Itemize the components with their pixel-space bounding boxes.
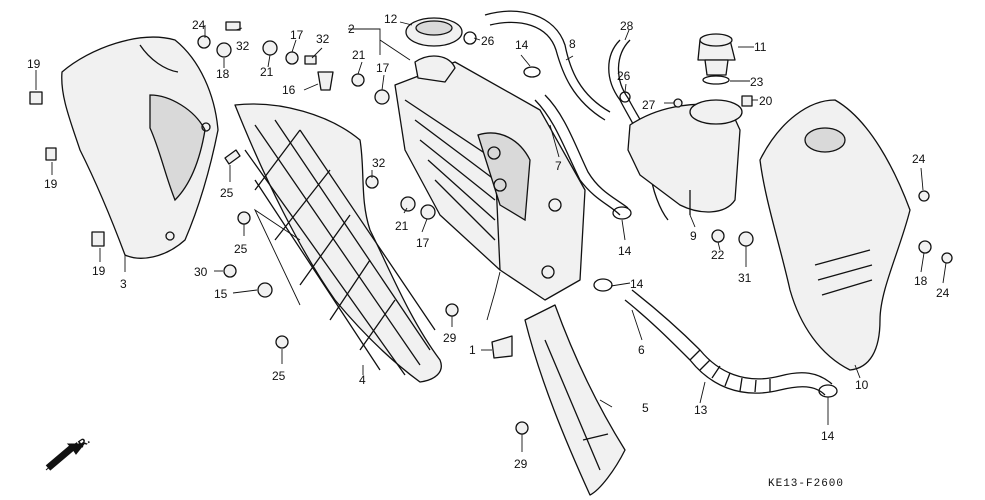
callout-32-b: 32: [316, 32, 330, 46]
callout-14-a: 14: [515, 38, 529, 52]
corrugated-hose: [624, 289, 833, 396]
callout-14-b: 14: [618, 244, 632, 258]
callout-21-c: 21: [395, 219, 409, 233]
callout-20: 20: [759, 94, 773, 108]
callout-28: 28: [620, 19, 634, 33]
lower-guard: [524, 304, 626, 496]
callout-26-b: 26: [617, 69, 631, 83]
reserve-tank-cap: [697, 33, 736, 76]
callout-25-c: 25: [272, 369, 286, 383]
callout-13: 13: [694, 403, 708, 417]
callout-14-d: 14: [821, 429, 835, 443]
hose-clamp-14-b: [612, 206, 632, 220]
callout-25-b: 25: [234, 242, 248, 256]
callout-29-b: 29: [514, 457, 528, 471]
callout-2: 2: [348, 22, 355, 36]
callout-21-b: 21: [352, 48, 366, 62]
callout-1: 1: [469, 343, 476, 357]
callout-18-b: 18: [914, 274, 928, 288]
left-grille: [234, 103, 442, 383]
leader-lines: [35, 21, 947, 452]
callout-7: 7: [555, 159, 562, 173]
callout-27: 27: [642, 98, 656, 112]
hose-clamp-14-a: [523, 66, 541, 78]
hose-clamp-14-d: [818, 384, 838, 398]
callout-32-c: 32: [372, 156, 386, 170]
callout-14-c: 14: [630, 277, 644, 291]
callout-17-a: 17: [290, 28, 304, 42]
hose-clamp-14-c: [593, 278, 613, 292]
callout-3: 3: [120, 277, 127, 291]
radiator-core: [394, 55, 586, 301]
callout-24-a: 24: [192, 18, 206, 32]
callout-19-c: 19: [92, 264, 106, 278]
callout-15: 15: [214, 287, 228, 301]
callout-22: 22: [711, 248, 725, 262]
callout-31: 31: [738, 271, 752, 285]
callout-6: 6: [638, 343, 645, 357]
callout-19-b: 19: [44, 177, 58, 191]
callout-30: 30: [194, 265, 208, 279]
left-shroud: [61, 36, 219, 259]
callout-12: 12: [384, 12, 398, 26]
diagram-code: KE13-F2600: [768, 478, 844, 490]
callout-4: 4: [359, 373, 366, 387]
callout-11: 11: [754, 40, 767, 54]
callout-labels: 1 2 3 4 5 6 7 8 9 10 11 12 13 14 14 14 1…: [27, 12, 950, 471]
callout-10: 10: [855, 378, 869, 392]
callout-32-a: 32: [236, 39, 250, 53]
callout-18-a: 18: [216, 67, 230, 81]
right-shroud: [759, 99, 911, 371]
callout-29-a: 29: [443, 331, 457, 345]
callout-24-c: 24: [936, 286, 950, 300]
callout-25-a: 25: [220, 186, 234, 200]
callout-24-b: 24: [912, 152, 926, 166]
callout-8: 8: [569, 37, 576, 51]
reserve-tank: [627, 99, 743, 215]
lower-hose: [534, 94, 629, 216]
front-direction-arrow: FR.: [45, 434, 92, 471]
callout-17-b: 17: [376, 61, 390, 75]
callout-17-c: 17: [416, 236, 430, 250]
callout-5: 5: [642, 401, 649, 415]
callout-9: 9: [690, 229, 697, 243]
callout-23: 23: [750, 75, 764, 89]
callout-21-a: 21: [260, 65, 274, 79]
small-hardware: [29, 21, 953, 435]
radiator-cap: [405, 17, 463, 47]
upper-hose: [484, 10, 611, 121]
callout-26-a: 26: [481, 34, 495, 48]
callout-16: 16: [282, 83, 296, 97]
callout-19-a: 19: [27, 57, 41, 71]
